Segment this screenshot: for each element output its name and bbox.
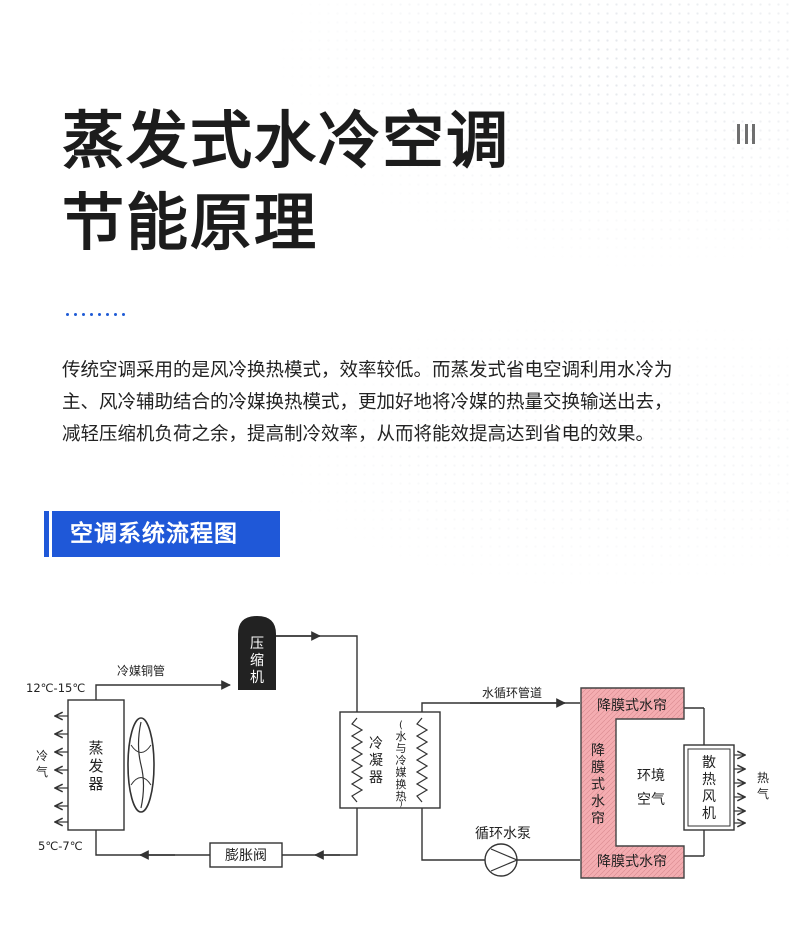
heat-exchange-note-7: 热 [396,790,407,803]
condenser-label-2: 凝 [369,753,383,769]
background-dot-pattern-lower [0,200,790,700]
condenser-label-3: 器 [369,770,383,786]
evaporator: 蒸 发 器 [67,699,125,831]
curtain-bottom-label: 降膜式水帘 [597,854,667,870]
evaporator-label-2: 发 [88,757,103,775]
decorative-bars-icon [737,124,755,144]
curtain-vertical-label-5: 帘 [591,811,605,827]
refrigerant-loop [95,631,358,860]
compressor-label-2: 缩 [250,653,264,669]
page-title-line2: 节能原理 [62,186,319,259]
decorative-dots [66,313,125,316]
condenser-label-1: 冷 [369,736,383,752]
evaporator-label-1: 蒸 [88,739,103,757]
curtain-vertical-label-2: 膜 [591,760,605,776]
evaporator-fan-icon [127,717,155,813]
compressor-label-1: 压 [250,636,264,652]
heat-exchange-note-3: 与 [396,742,407,755]
water-curtain: 降膜式水帘 降膜式水帘 降 膜 式 水 帘 [580,687,685,879]
heat-exchange-note-1: ( [399,720,403,731]
cold-air-label-2: 气 [36,764,48,779]
curtain-top-label: 降膜式水帘 [597,698,667,714]
section-accent-bar [44,511,49,557]
page-title-line1: 蒸发式水冷空调 [62,104,511,177]
circulation-pump-icon [484,843,519,877]
curtain-vertical-label-4: 水 [591,794,605,810]
fan-label-1: 散 [702,755,716,771]
ambient-air-label-1: 环境 [637,768,665,784]
flow-diagram: 压 缩 机 冷媒铜管 12℃-15℃ 5℃-7℃ 蒸 发 器 冷 气 冷 凝 器 [26,616,769,879]
expansion-valve: 膨胀阀 [209,842,283,868]
fan-label-3: 风 [702,789,716,805]
water-pipe-label: 水循环管道 [482,685,542,700]
heat-exchange-note-2: 水 [396,730,407,743]
page-title: 蒸发式水冷空调 节能原理 [62,100,510,264]
curtain-vertical-label-1: 降 [591,743,605,759]
description-text: 传统空调采用的是风冷换热模式，效率较低。而蒸发式省电空调利用水冷为主、风冷辅助结… [62,360,673,445]
fan-label-2: 热 [702,772,716,788]
hot-air-label-1: 热 [757,771,769,785]
heat-exchange-note-6: 换 [396,777,407,791]
heat-exchange-note-8: ) [399,799,402,808]
section-title: 空调系统流程图 [52,511,280,557]
heat-exchange-note-5: 媒 [396,766,407,779]
pump-label: 循环水泵 [475,826,531,842]
temp-low-label: 5℃-7℃ [38,839,83,853]
heat-exchange-note-4: 冷 [396,754,407,767]
curtain-vertical-label-3: 式 [591,777,605,793]
fan-label-4: 机 [702,806,716,822]
hot-air-label-2: 气 [757,786,769,801]
hot-air-arrows [734,755,745,823]
ambient-air-label-2: 空气 [637,792,665,808]
condenser: 冷 凝 器 ( 水 与 冷 媒 换 热 ) [339,711,441,809]
water-loop [421,698,705,861]
cold-air-arrows [55,716,68,822]
refrigerant-pipe-label: 冷媒铜管 [117,663,165,678]
temp-high-label: 12℃-15℃ [26,681,85,695]
evaporator-label-3: 器 [88,775,103,793]
heat-dissipation-fan: 散 热 风 机 [683,744,735,831]
expansion-valve-label: 膨胀阀 [225,847,267,864]
compressor-label-3: 机 [250,670,264,686]
compressor: 压 缩 机 [238,616,276,690]
cold-air-label-1: 冷 [36,749,48,763]
